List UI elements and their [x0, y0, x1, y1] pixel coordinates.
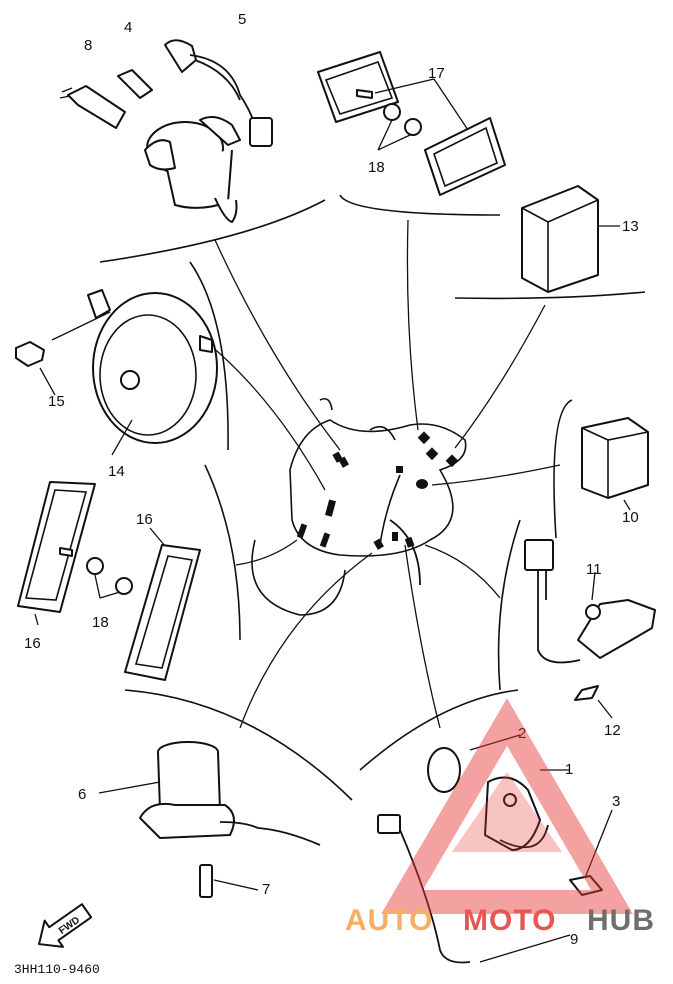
callout-2: 2: [518, 725, 526, 742]
callout-16-center: 16: [136, 511, 153, 528]
group-brackets: [99, 194, 646, 801]
part-starter-relay-housing: [144, 115, 241, 223]
part-17-reflectors: [317, 51, 506, 196]
callout-11: 11: [586, 561, 602, 578]
watermark-logo: AUTO MOTO HUB: [345, 698, 655, 937]
callout-10: 10: [622, 509, 639, 526]
callout-13: 13: [622, 218, 639, 235]
callout-16-left: 16: [24, 635, 41, 652]
callout-9: 9: [570, 931, 578, 948]
callout-1: 1: [565, 761, 573, 778]
callout-labels: 1 2 3 4 5 6 7 8 9 10 11 12 13 14 15 16 1…: [24, 11, 639, 948]
harness-frame: [251, 397, 467, 616]
part-10-relay: [581, 417, 649, 511]
part-13-relay: [521, 185, 620, 293]
callout-18-top: 18: [368, 159, 385, 176]
callout-12: 12: [604, 722, 621, 739]
fwd-arrow: FWD: [38, 903, 93, 948]
part-6-motor: [98, 741, 321, 898]
callout-14: 14: [108, 463, 125, 480]
callout-5: 5: [238, 11, 246, 28]
part-16-reflector-left: [17, 481, 133, 626]
watermark-text-hub: HUB: [587, 904, 655, 937]
callout-3: 3: [612, 793, 620, 810]
part-8-sensor: [59, 85, 126, 129]
part-1-sensor-assembly: [377, 734, 613, 964]
part-11-switch: [524, 539, 656, 719]
part-5-lead: [164, 39, 273, 147]
callout-4: 4: [124, 19, 132, 36]
watermark-text-moto: MOTO: [463, 904, 556, 937]
callout-8: 8: [84, 37, 92, 54]
callout-6: 6: [78, 786, 86, 803]
part-code: 3HH110-9460: [14, 962, 100, 977]
connector-plugs: [296, 431, 459, 550]
part-14-horn: [15, 289, 218, 456]
callout-15: 15: [48, 393, 65, 410]
callout-18-left: 18: [92, 614, 109, 631]
part-4-sensor: [117, 69, 153, 99]
watermark-text-auto: AUTO: [345, 904, 433, 937]
callout-17: 17: [428, 65, 445, 82]
part-16-reflector-center: [124, 527, 201, 681]
connection-arrows: [209, 219, 561, 729]
callout-7: 7: [262, 881, 270, 898]
